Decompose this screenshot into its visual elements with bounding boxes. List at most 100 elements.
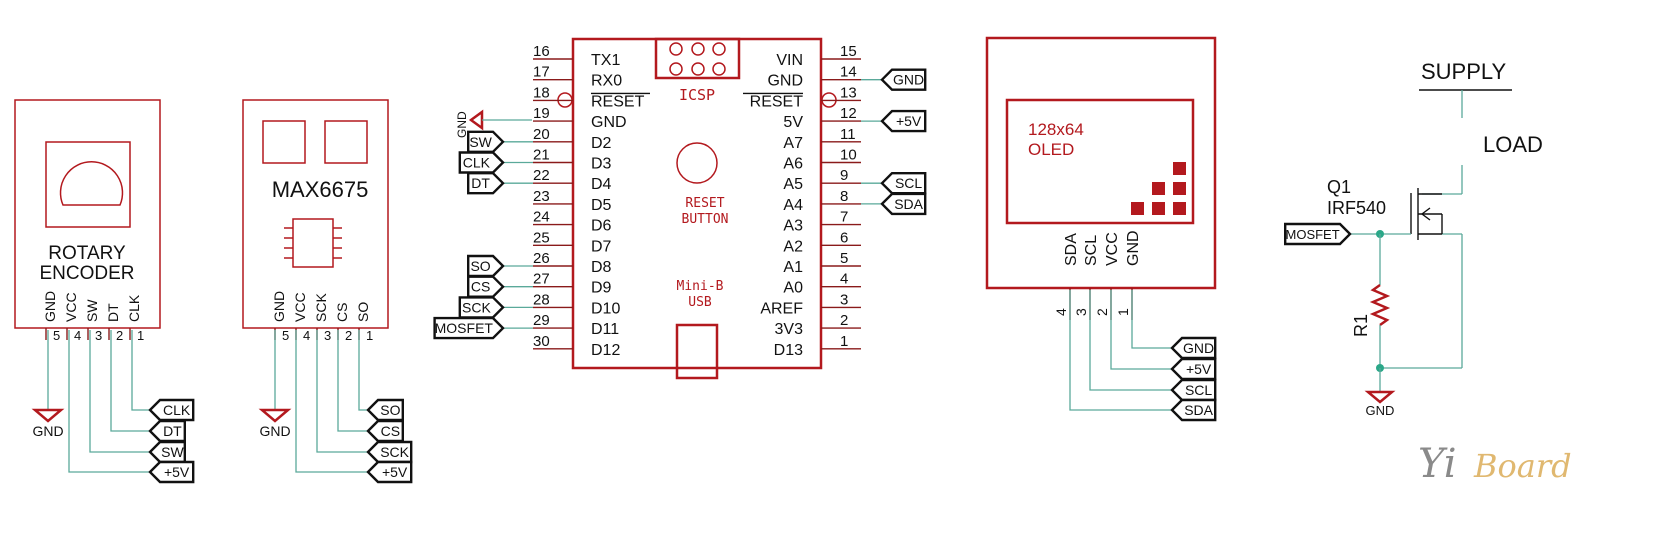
net-flag-label: SW (161, 444, 184, 460)
reset-button-label-2: BUTTON (682, 212, 729, 227)
pin-name: SO (355, 302, 371, 322)
pin-number: 4 (1053, 308, 1069, 316)
net-flag-gnd: GND (880, 68, 927, 91)
pin-number: 2 (116, 328, 123, 343)
net-flag-label: MOSFET (435, 320, 494, 336)
pin-name: A0 (783, 280, 803, 297)
pin-name: GND (591, 114, 627, 131)
pin-number: 22 (533, 167, 550, 184)
pin-name: SCK (313, 293, 329, 322)
net-flag-clk: CLK (458, 151, 505, 174)
pin-name: GND (1125, 230, 1142, 266)
pin-number: 25 (533, 229, 550, 246)
net-flag-sw: SW (148, 440, 186, 464)
net-flag-plus5v: +5V (366, 460, 413, 484)
net-flag-label: SCK (380, 444, 409, 460)
encoder-title-1: ROTARY (48, 243, 126, 264)
pin-name: RESET (750, 93, 804, 110)
pin-name: D13 (774, 342, 803, 359)
pin-name: AREF (760, 300, 803, 317)
net-flag-label: SCK (462, 299, 491, 315)
pin-name: SDA (1063, 233, 1080, 266)
net-flag-label: +5V (382, 464, 408, 480)
pin-name: D5 (591, 197, 612, 214)
net-flag-so: SO (366, 398, 404, 422)
mosfet-part-label: IRF540 (1327, 198, 1386, 218)
pin-number: 3 (324, 328, 331, 343)
pin-name: GND (767, 73, 803, 90)
net-flag-dt: DT (148, 419, 186, 443)
pin-name: A1 (783, 259, 803, 276)
net-flag-label: SCL (1185, 382, 1212, 398)
ic-chip-icon (284, 218, 342, 268)
supply-label: SUPPLY (1421, 59, 1507, 84)
net-flag-clk: CLK (148, 398, 195, 422)
pin-name: D3 (591, 156, 612, 173)
net-flag-label: SDA (1184, 402, 1213, 418)
icsp-header-icon (669, 42, 726, 76)
pin-name: SW (84, 299, 100, 322)
ground-symbol-icon (31, 408, 65, 423)
pin-name: VCC (292, 292, 308, 322)
oled-label-1: 128x64 (1028, 120, 1084, 139)
net-flag-label: SDA (894, 196, 923, 212)
net-flag-label: CLK (163, 402, 191, 418)
pin-number: 28 (533, 291, 550, 308)
pin-name: D11 (591, 321, 619, 338)
pin-name: D7 (591, 238, 612, 255)
pin-number: 2 (1094, 308, 1110, 316)
pin-name: DT (105, 303, 121, 322)
net-flag-sck: SCK (366, 440, 413, 464)
usb-connector-icon (675, 323, 719, 380)
pin-name: RX0 (591, 73, 622, 90)
reset-button-icon (676, 142, 718, 184)
pin-number: 3 (95, 328, 102, 343)
pin-number: 16 (533, 43, 550, 60)
net-flag-cs: CS (467, 275, 505, 298)
pin-number: 18 (533, 84, 550, 101)
net-flag-label: CS (381, 423, 400, 439)
pin-name: CS (334, 303, 350, 322)
pin-number: 2 (345, 328, 352, 343)
resistor-label: R1 (1351, 314, 1371, 337)
net-flag-label: +5V (896, 113, 922, 129)
pin-number: 1 (840, 333, 848, 350)
net-flag-sw: SW (467, 130, 505, 153)
pin-name: SCL (1083, 235, 1100, 266)
encoder-gnd-label: GND (32, 423, 63, 439)
net-flag-dt: DT (467, 172, 505, 195)
pin-number: 5 (53, 328, 60, 343)
ground-symbol-icon (468, 109, 484, 131)
pin-name: 5V (783, 114, 803, 131)
pin-number: 20 (533, 126, 550, 143)
net-flag-mosfet: MOSFET (1284, 222, 1352, 246)
net-flag-so: SO (467, 254, 505, 278)
pin-name: D12 (591, 342, 620, 359)
pin-number: 19 (533, 105, 550, 122)
pin-number: 1 (1115, 308, 1131, 316)
pin-name: CLK (126, 294, 142, 322)
net-flag-mosfet: MOSFET (433, 316, 505, 340)
pin-number: 10 (840, 147, 857, 164)
pin-number: 3 (840, 291, 848, 308)
net-flag-cs: CS (366, 419, 404, 443)
net-flag-label: +5V (1186, 361, 1212, 377)
pin-name: D9 (591, 280, 612, 297)
net-flag-sda: SDA (1170, 398, 1217, 422)
ground-symbol-icon (258, 408, 292, 423)
net-flag-label: SW (469, 134, 492, 150)
pin-name: D2 (591, 135, 612, 152)
pin-number: 29 (533, 312, 550, 329)
pin-number: 30 (533, 333, 550, 350)
pin-number: 15 (840, 43, 857, 60)
pin-name: A7 (783, 135, 803, 152)
pin-number: 17 (533, 64, 550, 81)
net-flag-scl: SCL (1170, 378, 1217, 402)
pin-number: 26 (533, 250, 550, 267)
watermark-y: Yi (1418, 441, 1457, 487)
oled-label-2: OLED (1028, 140, 1074, 159)
ground-symbol-icon (1364, 390, 1396, 404)
reset-button-label-1: RESET (685, 196, 724, 211)
pin-number: 5 (282, 328, 289, 343)
